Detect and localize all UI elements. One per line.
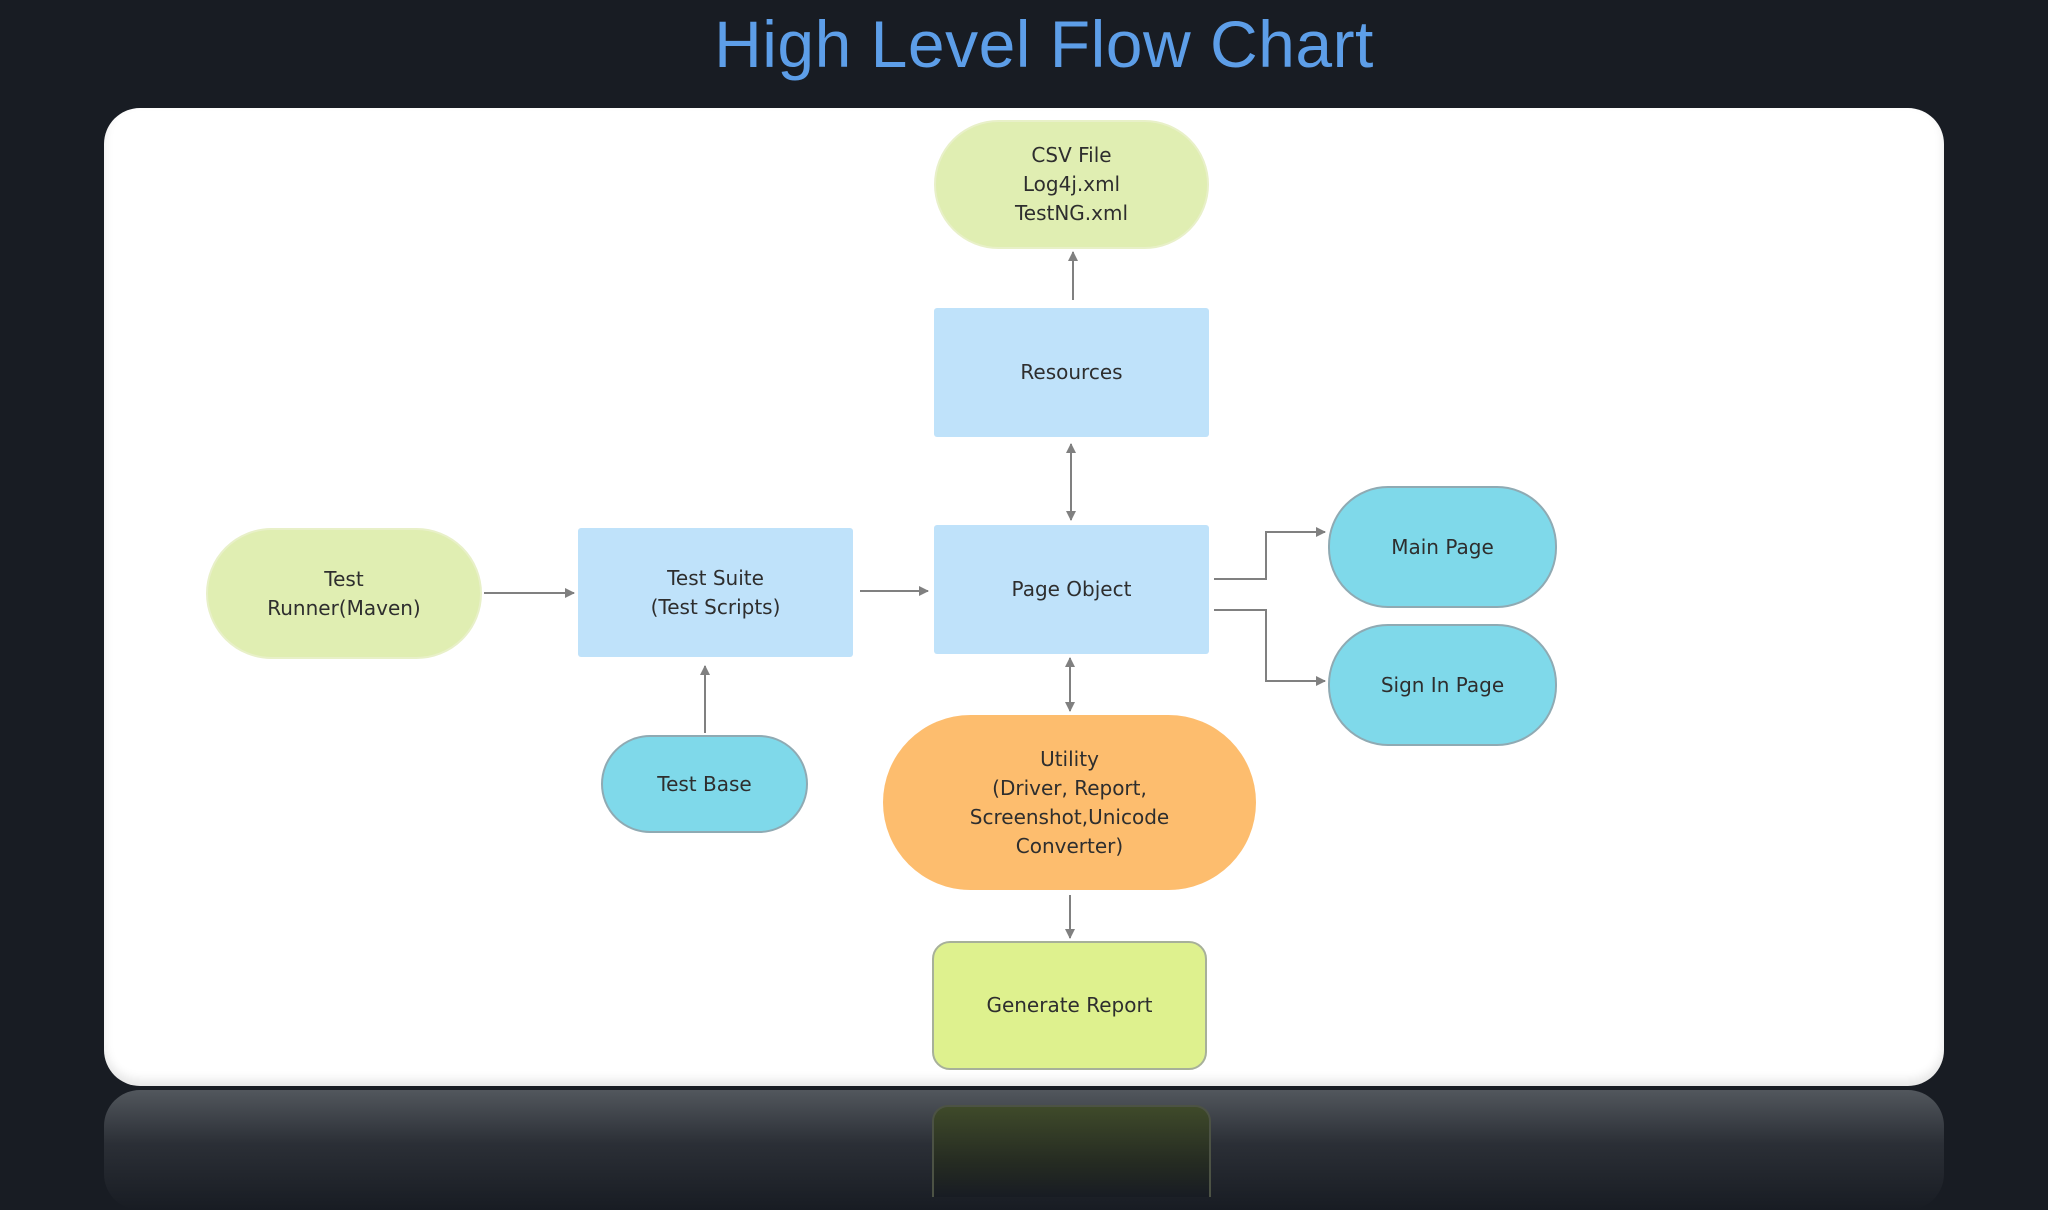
utility-line-2: (Driver, Report, xyxy=(992,775,1147,800)
test-runner-line-1: Test xyxy=(324,566,364,591)
test-runner-node: Test Runner(Maven) xyxy=(206,528,482,659)
config-files-line-1: CSV File xyxy=(1031,143,1112,167)
arrow-page-object-to-main-page xyxy=(1214,527,1326,580)
test-runner-line-2: Runner(Maven) xyxy=(267,595,421,620)
test-suite-line-2: (Test Scripts) xyxy=(650,594,781,619)
page-object-label: Page Object xyxy=(1011,577,1132,601)
config-files-line-3: TestNG.xml xyxy=(1014,201,1129,225)
test-suite-node: Test Suite (Test Scripts) xyxy=(578,528,853,657)
sign-in-page-label: Sign In Page xyxy=(1380,672,1505,697)
sign-in-page-node: Sign In Page xyxy=(1328,624,1557,746)
resources-node: Resources xyxy=(934,308,1209,437)
arrow-page-object-to-sign-in-page xyxy=(1214,609,1326,686)
config-files-line-2: Log4j.xml xyxy=(1022,172,1121,196)
main-page-label: Main Page xyxy=(1391,534,1494,559)
generate-report-node: Generate Report xyxy=(932,941,1207,1070)
utility-node: Utility (Driver, Report, Screenshot,Unic… xyxy=(883,715,1256,890)
page-object-node: Page Object xyxy=(934,525,1209,654)
config-files-node: CSV File Log4j.xml TestNG.xml xyxy=(934,120,1209,249)
utility-line-4: Converter) xyxy=(1015,833,1124,858)
generate-report-label: Generate Report xyxy=(986,993,1153,1017)
resources-label: Resources xyxy=(1020,360,1123,384)
page-title: High Level Flow Chart xyxy=(714,7,1374,81)
main-page-node: Main Page xyxy=(1328,486,1557,608)
test-base-label: Test Base xyxy=(657,771,752,796)
test-base-node: Test Base xyxy=(601,735,808,833)
connector-layer xyxy=(484,251,1326,939)
utility-line-3: Screenshot,Unicode xyxy=(969,804,1170,829)
test-suite-line-1: Test Suite xyxy=(667,565,764,590)
utility-line-1: Utility xyxy=(1040,746,1099,771)
